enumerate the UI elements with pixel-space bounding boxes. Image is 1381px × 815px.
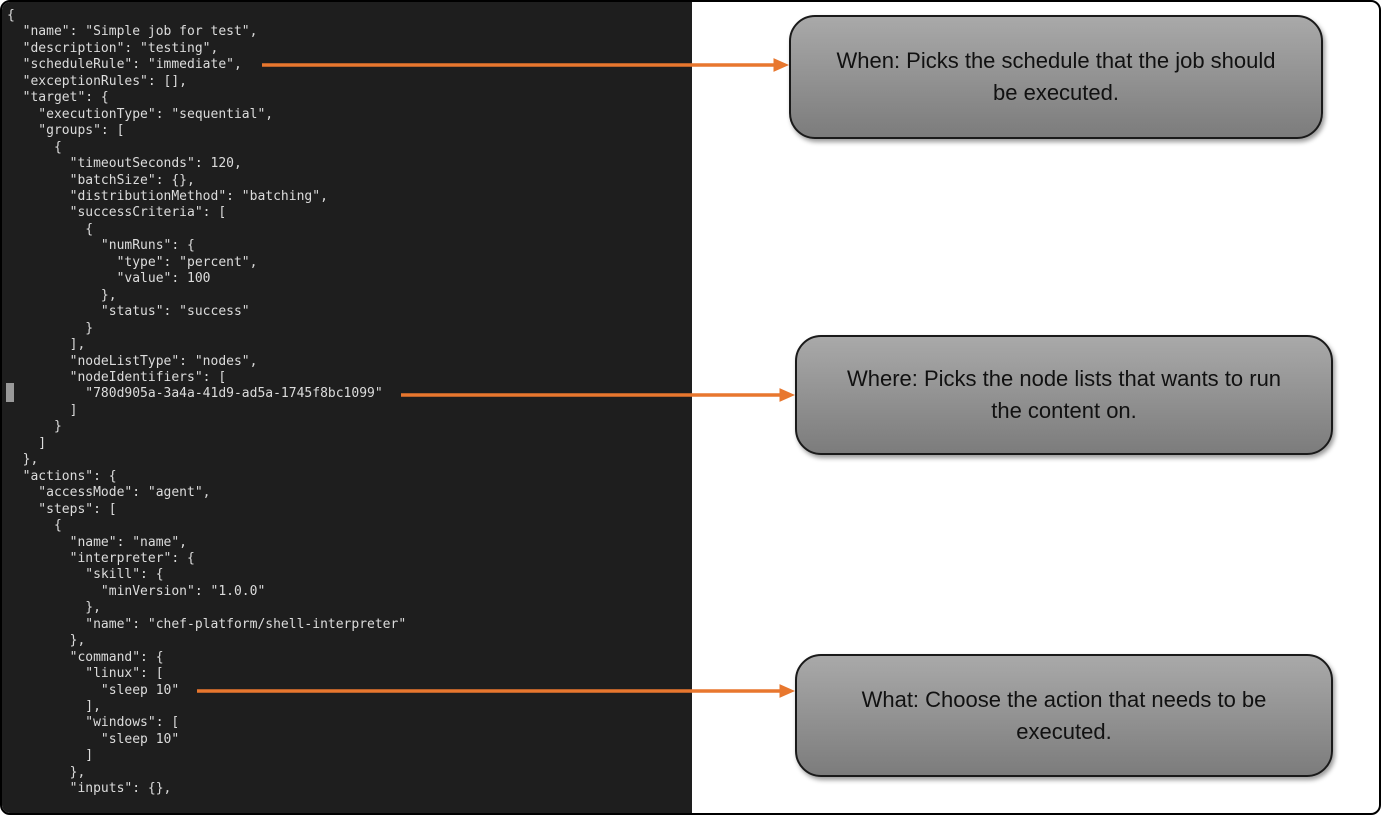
terminal-panel: { "name": "Simple job for test", "descri… [2, 2, 692, 813]
callout-when-text: When: Picks the schedule that the job sh… [836, 48, 1276, 105]
callout-when: When: Picks the schedule that the job sh… [789, 15, 1323, 139]
json-code: { "name": "Simple job for test", "descri… [7, 8, 407, 797]
callout-where-text: Where: Picks the node lists that wants t… [846, 366, 1282, 423]
callout-what-text: What: Choose the action that needs to be… [861, 686, 1267, 744]
terminal-scroll-cursor [6, 383, 14, 402]
callout-what: What: Choose the action that needs to be… [795, 654, 1333, 777]
callout-where: Where: Picks the node lists that wants t… [795, 335, 1333, 455]
